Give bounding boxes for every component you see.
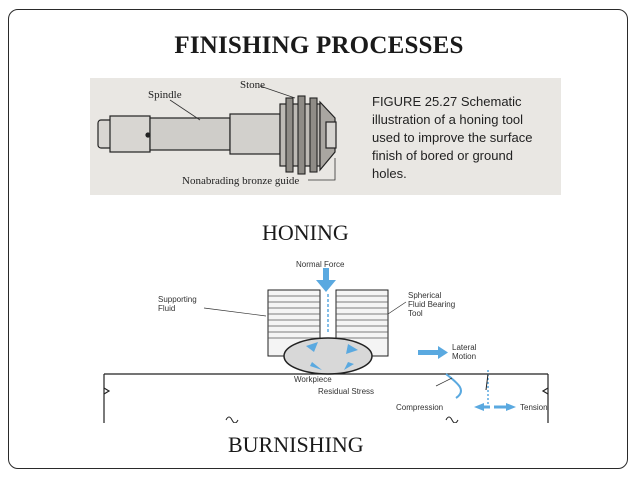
caption-line-5: holes. bbox=[372, 166, 407, 181]
slide-title: FINISHING PROCESSES bbox=[174, 32, 464, 59]
honing-label: HONING bbox=[262, 220, 349, 245]
honing-tool-drawing bbox=[97, 95, 337, 175]
caption-line-4: finish of bored or ground bbox=[372, 148, 513, 163]
callout-supporting-fluid-2: Fluid bbox=[158, 304, 175, 313]
callout-lateral-2: Motion bbox=[452, 352, 476, 361]
honing-tool-figure: Spindle Stone Nonabrading bronze guide F… bbox=[90, 78, 561, 195]
callout-spindle: Spindle bbox=[148, 89, 182, 101]
callout-guide: Nonabrading bronze guide bbox=[182, 175, 299, 187]
caption-line-2: illustration of a honing tool bbox=[372, 112, 523, 127]
caption-line-3: used to improve the surface bbox=[372, 130, 532, 145]
callout-workpiece: Workpiece bbox=[294, 375, 332, 384]
workpiece bbox=[103, 373, 549, 423]
lateral-motion-arrow bbox=[418, 346, 448, 359]
residual-stress-curve bbox=[445, 373, 462, 399]
normal-force-arrow bbox=[316, 268, 336, 292]
callout-stone: Stone bbox=[240, 79, 265, 91]
callout-spherical-3: Tool bbox=[408, 309, 423, 318]
burnishing-ball bbox=[283, 337, 373, 375]
caption-line-1: FIGURE 25.27 Schematic bbox=[372, 94, 522, 109]
callout-residual-stress: Residual Stress bbox=[318, 387, 374, 396]
callout-lateral-1: Lateral bbox=[452, 343, 477, 352]
burnishing-label: BURNISHING bbox=[228, 432, 364, 457]
callout-supporting-fluid-1: Supporting bbox=[158, 295, 197, 304]
figure-caption: FIGURE 25.27 Schematic illustration of a… bbox=[372, 94, 532, 181]
callout-spherical-2: Fluid Bearing bbox=[408, 300, 455, 309]
callout-compression: Compression bbox=[396, 403, 443, 412]
callout-spherical-1: Spherical bbox=[408, 291, 442, 300]
callout-tension: Tension bbox=[520, 403, 548, 412]
burnishing-figure: Normal Force bbox=[96, 258, 556, 423]
callout-normal-force: Normal Force bbox=[296, 260, 345, 269]
